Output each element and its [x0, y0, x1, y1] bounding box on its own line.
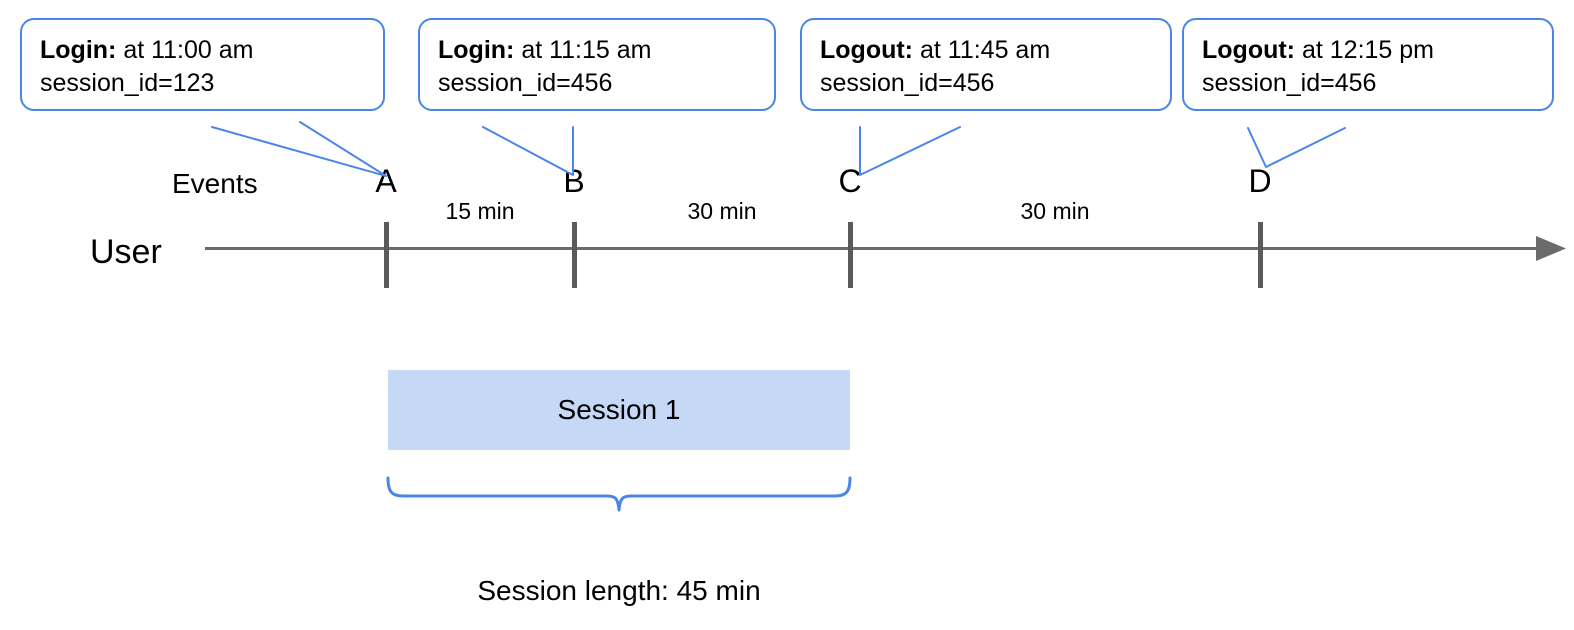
callout-logout-d[interactable]: Logout: at 12:15 pm session_id=456: [1182, 18, 1554, 111]
event-tick-b[interactable]: [572, 222, 577, 288]
interval-label-c-d: 30 min: [1020, 198, 1090, 224]
callout-event-time: at 12:15 pm: [1301, 36, 1434, 64]
arrow-right-icon: [1536, 236, 1566, 261]
curly-brace-shape: [386, 476, 852, 512]
session-length-caption: Session length: 45 min: [477, 575, 761, 606]
callout-event-type: Logout:: [820, 36, 914, 64]
callout-event-time: at 11:00 am: [123, 36, 254, 64]
callout-session-id: session_id=456: [820, 68, 995, 97]
callout-tail-d: [1247, 127, 1346, 168]
marker-label-a: A: [375, 163, 397, 199]
callout-event-type: Login:: [40, 36, 117, 64]
event-tick-c[interactable]: [848, 222, 853, 288]
callout-event-type: Login:: [438, 36, 515, 64]
callout-logout-c[interactable]: Logout: at 11:45 am session_id=456: [800, 18, 1172, 111]
interval-label-a-b: 15 min: [445, 198, 515, 224]
callout-line-1: Logout: at 12:15 pm: [1202, 34, 1534, 67]
interval-label-b-c: 30 min: [687, 198, 757, 224]
marker-label-d: D: [1248, 163, 1272, 199]
marker-label-b: B: [563, 163, 585, 199]
callout-line-1: Logout: at 11:45 am: [820, 34, 1152, 67]
callout-event-type: Logout:: [1202, 36, 1296, 64]
callout-event-time: at 11:15 am: [521, 36, 652, 64]
marker-label-c: C: [838, 163, 862, 199]
callout-session-id: session_id=123: [40, 68, 215, 97]
events-row-label: Events: [172, 168, 258, 199]
callout-tail-c: [859, 126, 961, 176]
event-tick-d[interactable]: [1258, 222, 1263, 288]
callout-line-1: Login: at 11:00 am: [40, 34, 365, 67]
callout-event-time: at 11:45 am: [919, 36, 1051, 64]
session-bar-label: Session 1: [557, 394, 681, 425]
user-row-label: User: [90, 233, 162, 271]
callout-session-id: session_id=456: [438, 68, 613, 97]
callout-line-1: Login: at 11:15 am: [438, 34, 756, 67]
callout-login-b[interactable]: Login: at 11:15 am session_id=456: [418, 18, 776, 111]
timeline-axis: [205, 247, 1540, 250]
callout-login-a[interactable]: Login: at 11:00 am session_id=123: [20, 18, 385, 111]
event-tick-a[interactable]: [384, 222, 389, 288]
callout-session-id: session_id=456: [1202, 68, 1377, 97]
session-bar[interactable]: Session 1: [388, 370, 850, 450]
